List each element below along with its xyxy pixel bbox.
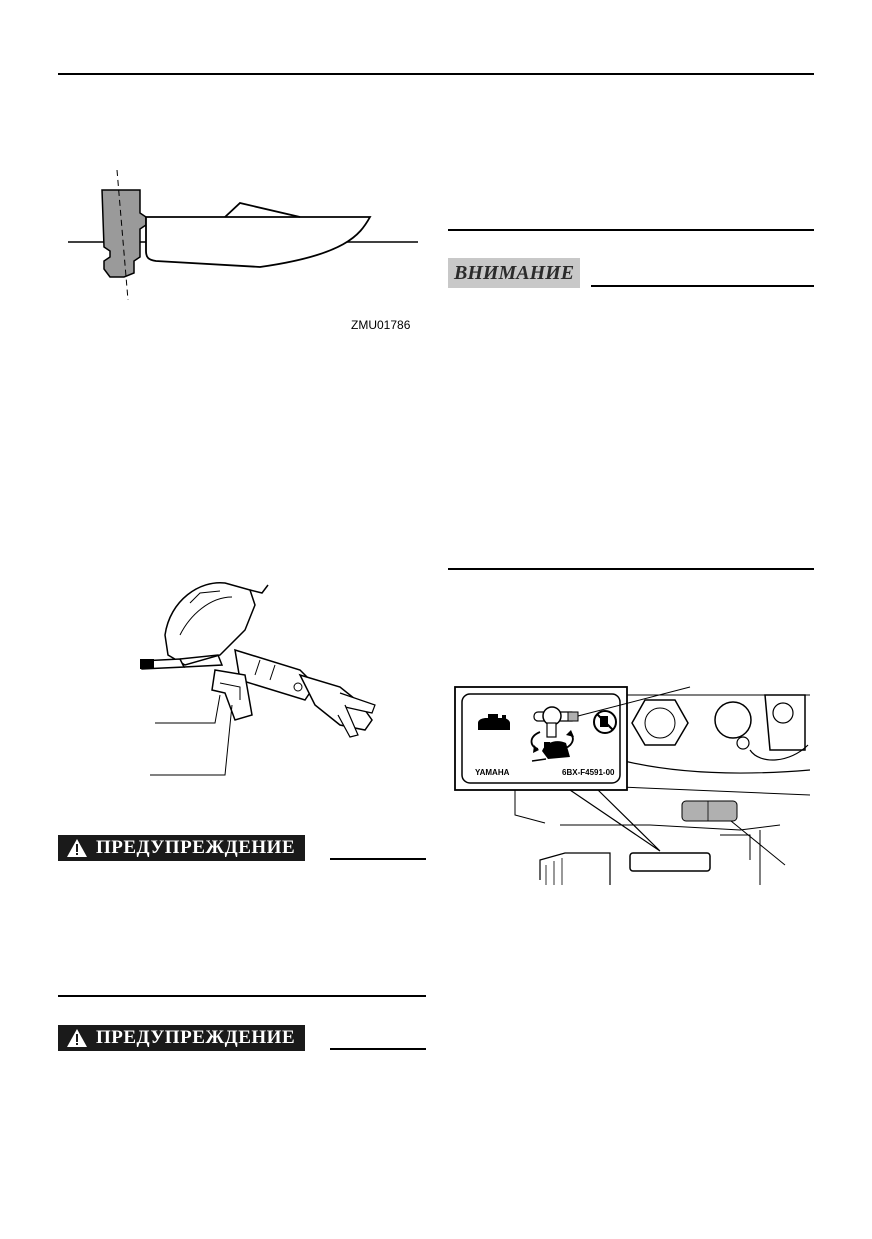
section-rule [58,995,426,997]
section-rule [448,229,814,231]
warning-badge: ПРЕДУПРЕЖДЕНИЕ [58,1025,306,1051]
label-brand: YAMAHA [475,768,510,777]
warning-label: ПРЕДУПРЕЖДЕНИЕ [96,1027,296,1048]
engine-label-figure: YAMAHA 6BX-F4591-00 [454,686,810,885]
warning-tail-rule [330,858,426,860]
figure-code: ZMU01786 [351,318,411,332]
warning-badge: ПРЕДУПРЕЖДЕНИЕ [58,835,306,861]
label-part-number: 6BX-F4591-00 [562,768,615,777]
warning-label: ПРЕДУПРЕЖДЕНИЕ [96,837,296,858]
warning-triangle-icon [67,839,87,857]
notice-badge: ВНИМАНИЕ [448,258,581,288]
notice-tail-rule [591,285,814,287]
boat-trim-figure [68,169,418,301]
header-rule [58,73,814,75]
section-rule [448,568,814,570]
warning-tail-rule [330,1048,426,1050]
outboard-motor-figure [140,582,376,776]
warning-triangle-icon [67,1029,87,1047]
